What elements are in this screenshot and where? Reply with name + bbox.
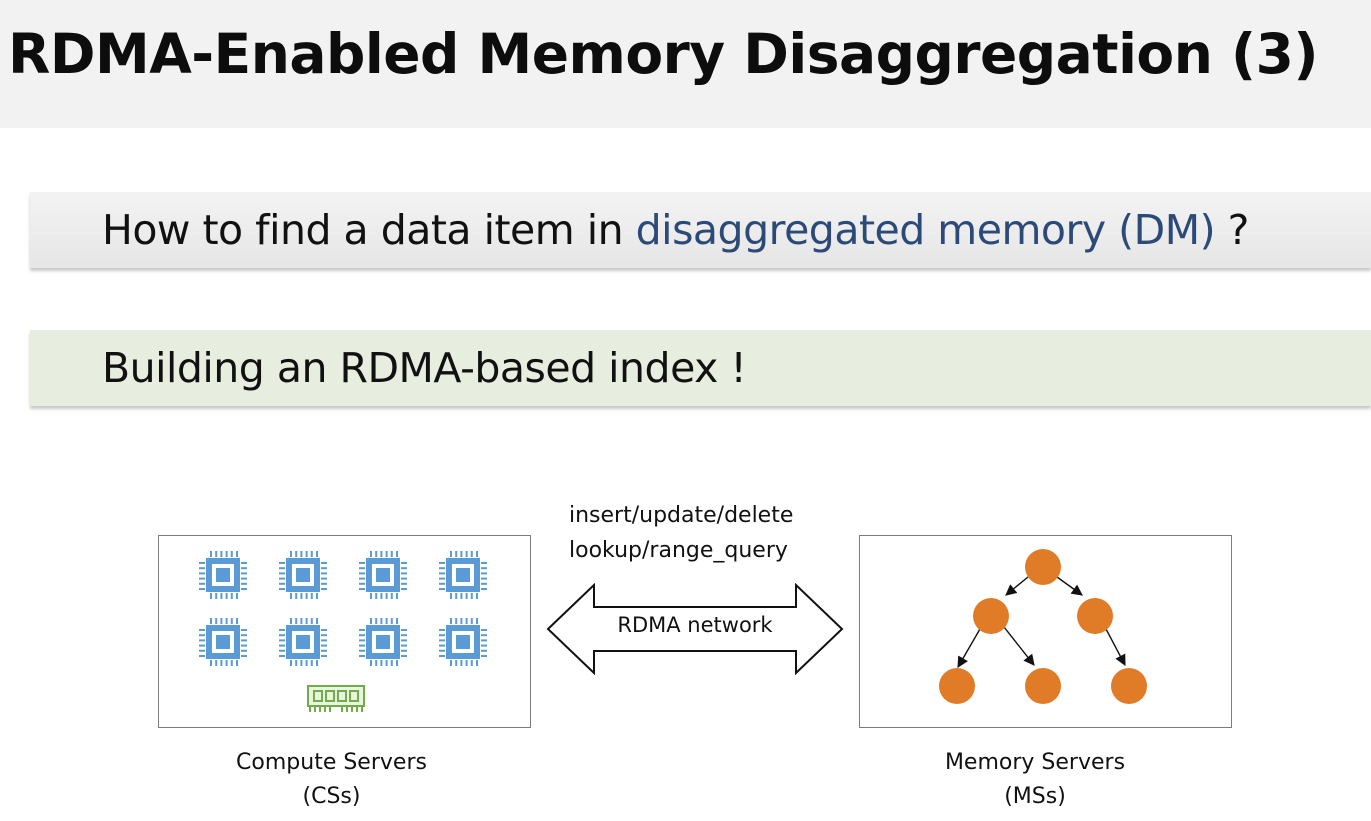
tree-node [939, 668, 975, 704]
network-label: RDMA network [617, 613, 773, 637]
memory-module-icon [307, 685, 365, 712]
cpu-icon [357, 616, 409, 668]
question-text: How to find a data item in disaggregated… [102, 206, 1249, 254]
question-suffix: ? [1215, 206, 1250, 254]
memory-servers-caption: Memory Servers (MSs) [885, 746, 1185, 814]
cpu-icon [197, 549, 249, 601]
memory-caption-line-1: Memory Servers [944, 750, 1126, 775]
question-highlight: disaggregated memory (DM) [635, 206, 1216, 254]
index-tree [939, 549, 1147, 704]
title-bar: RDMA-Enabled Memory Disaggregation (3) [0, 0, 1371, 128]
slide-title: RDMA-Enabled Memory Disaggregation (3) [8, 22, 1319, 86]
tree-edge [1005, 576, 1029, 596]
double-arrow-icon [546, 583, 844, 675]
question-banner: How to find a data item in disaggregated… [30, 192, 1371, 268]
tree-edge [1105, 628, 1126, 666]
cpu-icon [197, 616, 249, 668]
tree-node [1025, 549, 1061, 585]
tree-node [1077, 598, 1113, 634]
cpu-icon [277, 616, 329, 668]
compute-caption-line-1: Compute Servers [236, 750, 427, 775]
question-prefix: How to find a data item in [102, 206, 636, 254]
cpu-icon [437, 616, 489, 668]
memory-servers-box [859, 535, 1232, 728]
cpu-icon [357, 549, 409, 601]
tree-edge [1003, 626, 1035, 666]
compute-caption-line-2: (CSs) [302, 784, 361, 809]
tree-node [973, 598, 1009, 634]
memory-caption-line-2: (MSs) [1004, 784, 1066, 809]
answer-banner: Building an RDMA-based index ! [30, 330, 1371, 406]
operations-line-2: lookup/range_query [569, 538, 788, 563]
operations-list: insert/update/delete lookup/range_query [569, 498, 793, 568]
tree-node [1025, 668, 1061, 704]
tree-edge [1056, 576, 1083, 596]
cpu-icon [277, 549, 329, 601]
tree-node [1111, 668, 1147, 704]
operations-line-1: insert/update/delete [569, 503, 794, 528]
tree-edge [957, 628, 981, 668]
cpu-icon [437, 549, 489, 601]
compute-servers-box [158, 535, 531, 728]
answer-text: Building an RDMA-based index ! [102, 344, 747, 392]
compute-servers-caption: Compute Servers (CSs) [158, 746, 505, 814]
